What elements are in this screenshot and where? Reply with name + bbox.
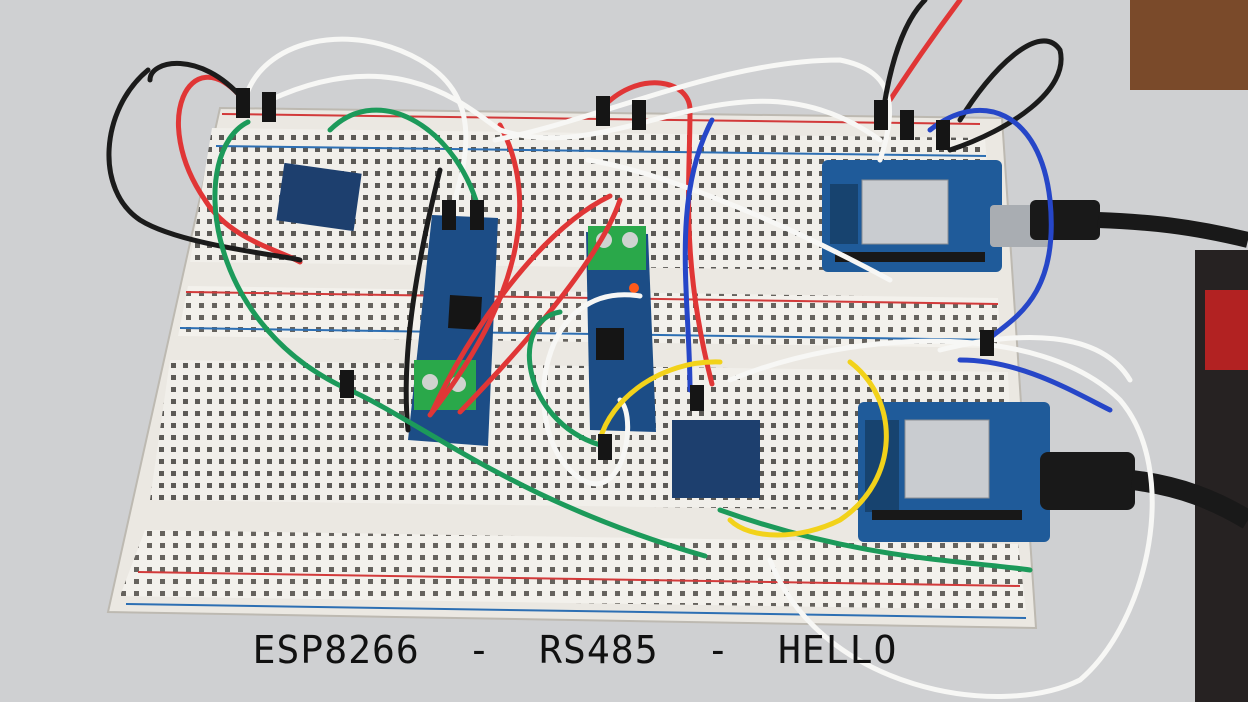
usb-cable-bottom <box>1040 452 1135 510</box>
rail-line-blue <box>125 603 1027 619</box>
rs485-module-left <box>408 215 498 446</box>
wood-corner <box>1130 0 1248 90</box>
level-shifter-center <box>672 420 760 498</box>
breadboard-top-grid <box>190 128 995 272</box>
rail-line-red <box>137 571 1021 587</box>
usb-cable-bottom <box>1130 470 1248 529</box>
rail-line-blue <box>215 145 987 157</box>
jumper-pins <box>236 88 994 460</box>
power-led <box>629 283 639 293</box>
wires <box>106 0 1155 699</box>
usb-cable-top <box>1030 200 1100 240</box>
image-caption: ESP8266 - RS485 - HELLO <box>252 628 898 672</box>
level-shifter-top-left <box>276 162 362 232</box>
breadboard-bottom-rails <box>120 530 1026 610</box>
red-object <box>1205 290 1248 370</box>
esp8266-board-top <box>822 160 1050 272</box>
usb-cable-top <box>1097 212 1248 248</box>
